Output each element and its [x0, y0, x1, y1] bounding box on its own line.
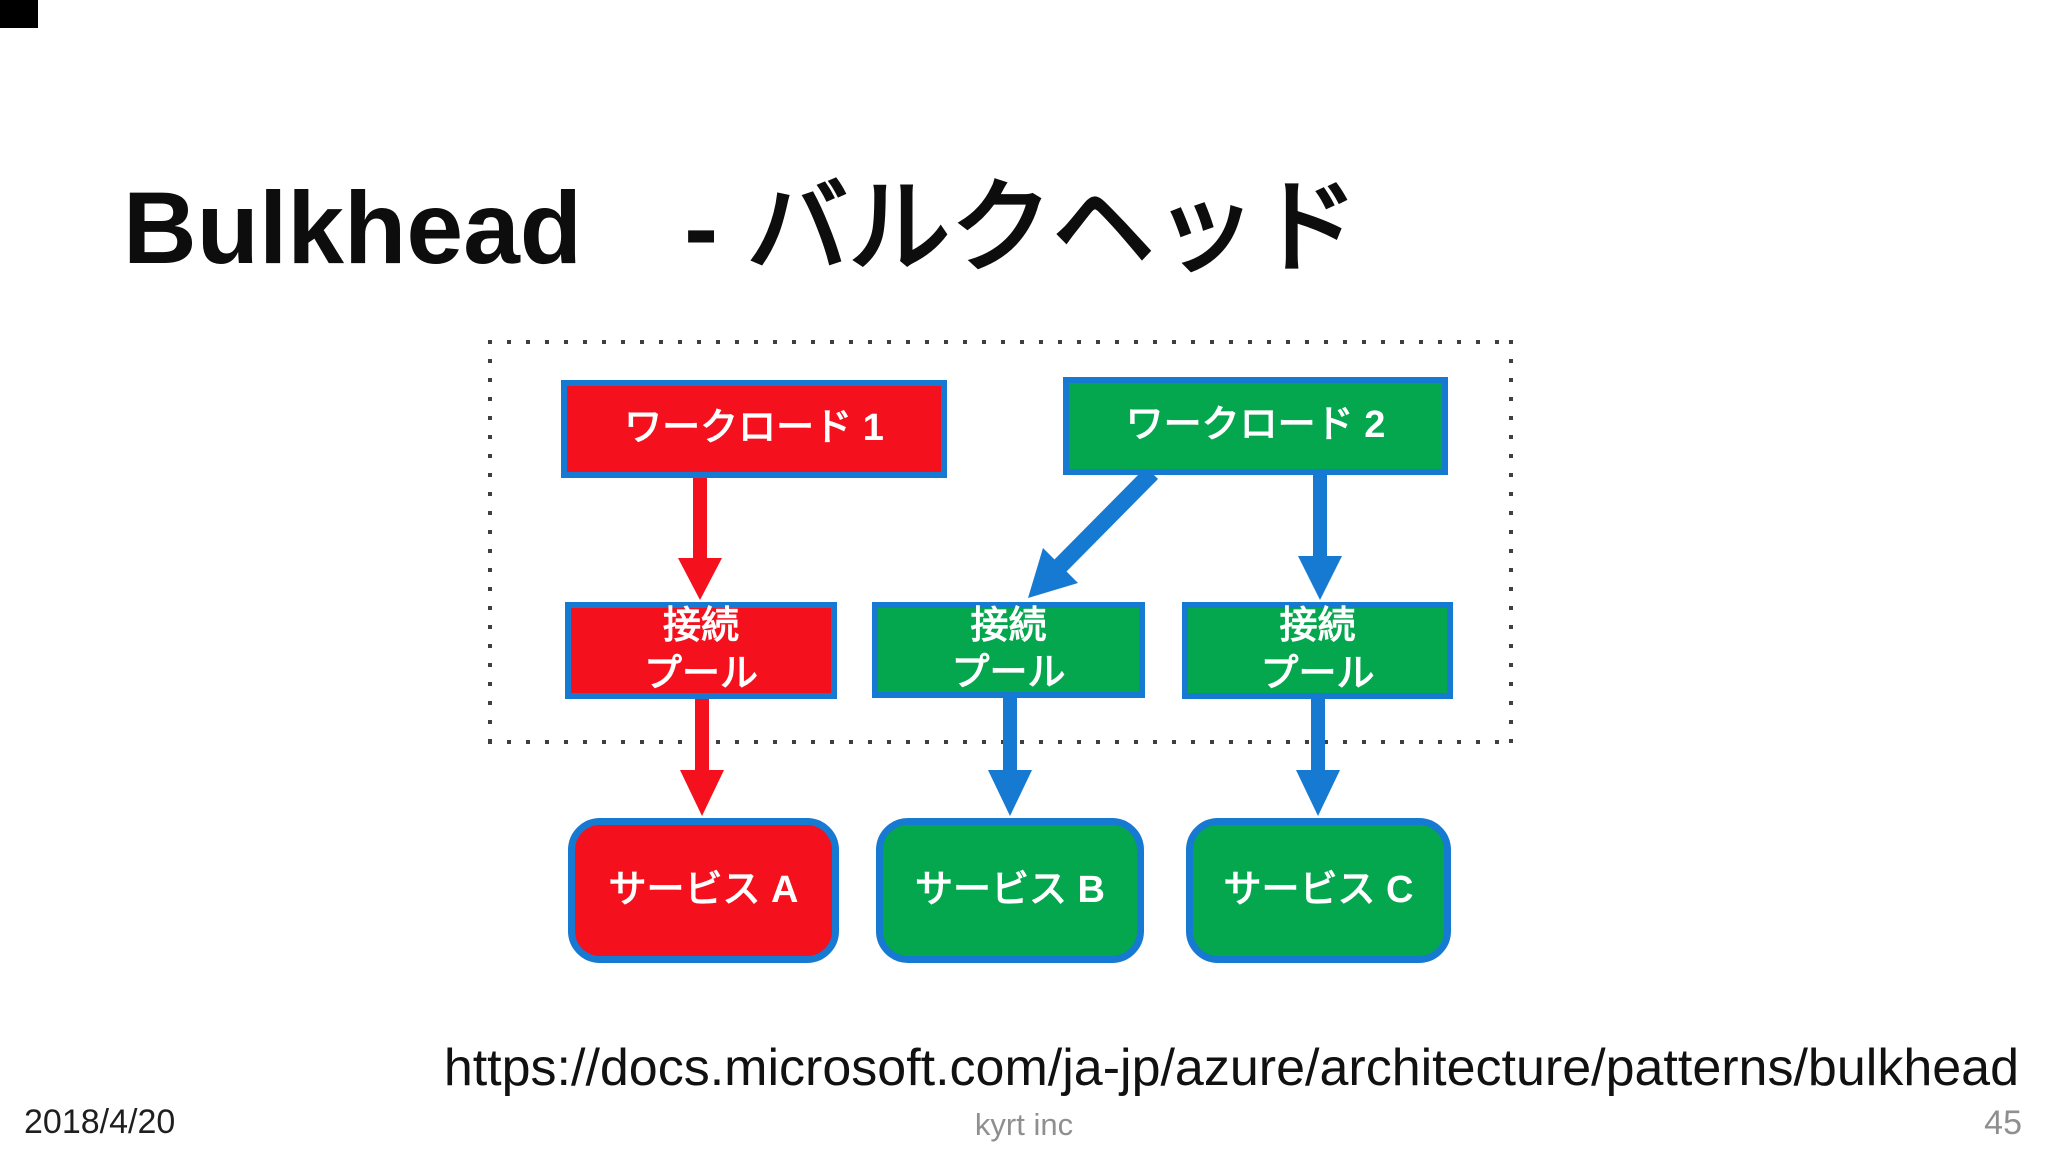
node-service-c-label: サービス C: [1223, 868, 1414, 911]
bulkhead-boundary: [488, 340, 1513, 744]
boundary-edge-left: [488, 340, 492, 744]
node-connection-pool-c: 接続 プール: [1182, 602, 1453, 699]
node-connection-pool-c-label: 接続 プール: [1260, 605, 1375, 695]
node-workload-1-label: ワークロード 1: [624, 407, 884, 450]
boundary-edge-top: [488, 340, 1513, 344]
node-workload-2-label: ワークロード 2: [1125, 404, 1386, 447]
node-workload-2: ワークロード 2: [1063, 377, 1448, 475]
footer-page-number: 45: [1984, 1104, 2022, 1142]
boundary-edge-bottom: [488, 740, 1513, 744]
node-connection-pool-b-label: 接続 プール: [951, 604, 1066, 695]
node-connection-pool-a-label: 接続 プール: [643, 605, 758, 695]
node-service-c: サービス C: [1186, 818, 1451, 963]
footer-date: 2018/4/20: [24, 1103, 176, 1141]
node-service-b-label: サービス B: [914, 868, 1105, 911]
source-url: https://docs.microsoft.com/ja-jp/azure/a…: [443, 1039, 2019, 1097]
boundary-edge-right: [1509, 340, 1513, 744]
footer-company: kyrt inc: [974, 1107, 1074, 1142]
node-service-b: サービス B: [876, 818, 1144, 963]
node-connection-pool-a: 接続 プール: [565, 602, 837, 699]
page-title: Bulkhead - バルクヘッド: [123, 171, 1359, 286]
node-workload-1: ワークロード 1: [561, 380, 947, 478]
corner-mark: [0, 0, 38, 28]
node-service-a-label: サービス A: [608, 868, 799, 911]
node-service-a: サービス A: [568, 818, 839, 963]
node-connection-pool-b: 接続 プール: [872, 602, 1145, 698]
